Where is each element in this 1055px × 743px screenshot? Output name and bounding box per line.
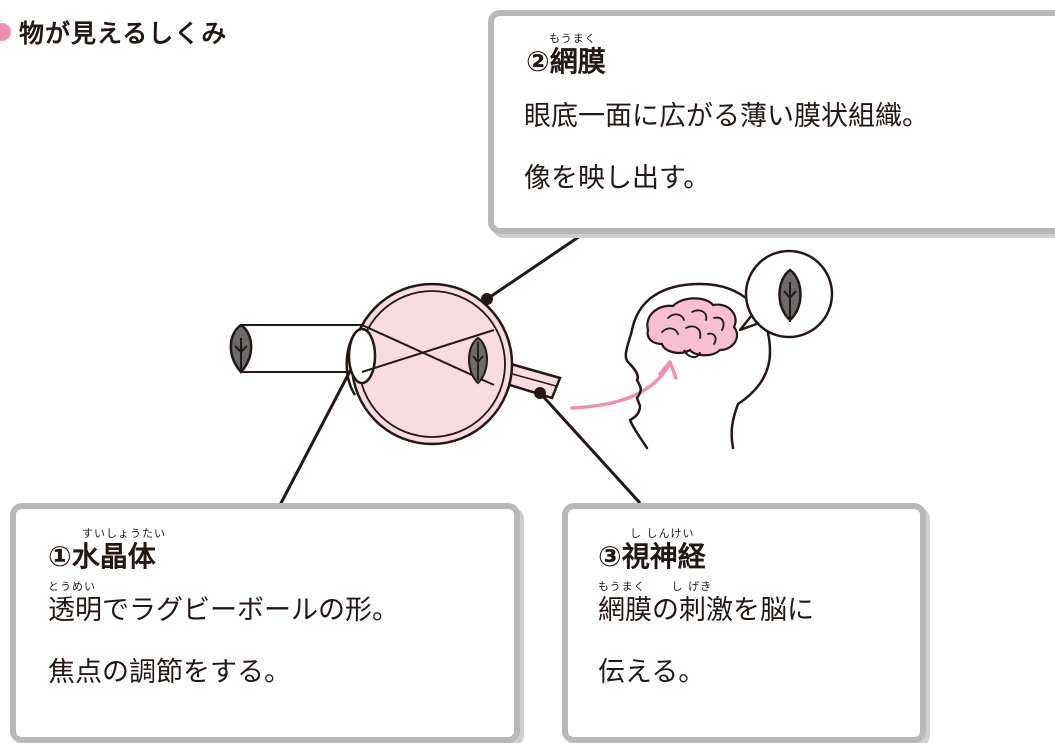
heading: 物が見えるしくみ xyxy=(0,14,227,50)
object-leaf-icon xyxy=(229,323,253,374)
lens-description-line-1: 透明でラグビーボールの形。 xyxy=(48,595,399,626)
retina-description-line-2: 像を映し出す。 xyxy=(524,163,711,194)
heading-dot-icon xyxy=(0,23,11,41)
lens-ruby: すいしょうたい xyxy=(82,527,166,540)
lens-leader-line xyxy=(278,351,362,506)
nerve-description-line-2: 伝える。 xyxy=(598,657,706,688)
nerve-pointer-dot xyxy=(534,387,546,399)
nerve-line-ruby-1: もうまく xyxy=(598,580,646,593)
signal-arrow-icon xyxy=(570,360,678,410)
retina-title: ②網膜 xyxy=(526,45,606,78)
light-rays xyxy=(241,324,362,373)
lens-icon xyxy=(347,327,377,385)
bubble-leaf-icon xyxy=(778,268,802,322)
nerve-line-ruby: もうまく し げき xyxy=(598,580,920,593)
optic-nerve-callout: し しんけい ③視神経 もうまく し げき 網膜の刺激を脳に 伝える。 xyxy=(562,503,926,743)
lens-line-ruby: とうめい xyxy=(48,580,96,593)
nerve-leader-line xyxy=(538,391,642,505)
retina-callout: もうまく ②網膜 眼底一面に広がる薄い膜状組織。 像を映し出す。 xyxy=(488,10,1055,234)
lens-title: ①水晶体 xyxy=(48,540,156,573)
lens-description-line-2: 焦点の調節をする。 xyxy=(48,657,291,688)
diagram-illustration xyxy=(229,232,834,506)
nerve-description-line-1: 網膜の刺激を脳に xyxy=(598,595,814,626)
nerve-line-ruby-2: し げき xyxy=(671,580,713,593)
lens-callout: すいしょうたい ①水晶体 とうめい 透明でラグビーボールの形。 焦点の調節をする… xyxy=(10,503,520,743)
retina-leader-line xyxy=(486,232,584,301)
nerve-title: ③視神経 xyxy=(598,540,706,573)
eye-diagram: 物が見えるしくみ xyxy=(0,10,1055,743)
page-title: 物が見えるしくみ xyxy=(19,19,228,48)
retina-pointer-dot xyxy=(481,293,493,305)
retina-ruby: もうまく xyxy=(549,32,597,45)
eye-icon xyxy=(345,282,562,446)
brain-icon xyxy=(646,297,739,358)
retina-image-leaf-icon xyxy=(468,336,488,385)
head-silhouette-icon xyxy=(624,282,772,450)
nerve-ruby: し しんけい xyxy=(630,527,695,540)
thought-bubble-icon xyxy=(738,249,834,339)
retina-description-line-1: 眼底一面に広がる薄い膜状組織。 xyxy=(524,101,929,132)
